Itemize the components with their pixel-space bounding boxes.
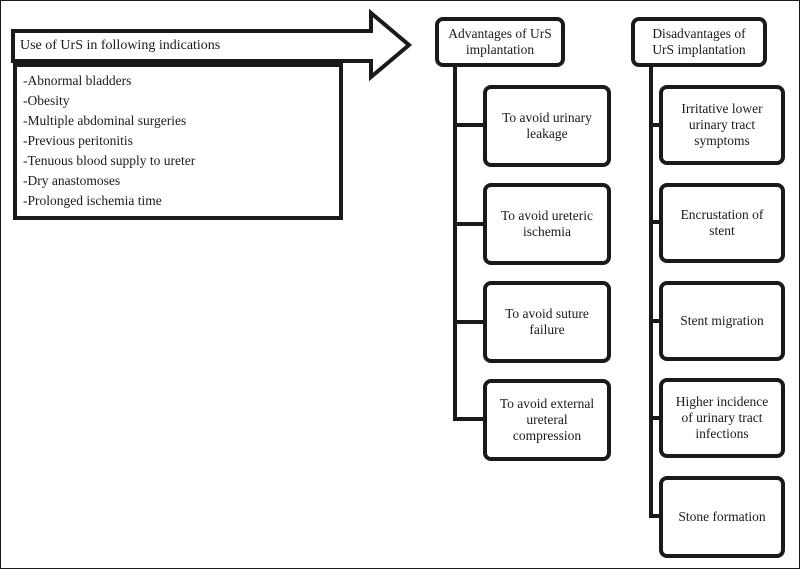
advantages-header-box: Advantages of UrS implantation — [435, 17, 565, 67]
disadvantage-box-3: Stent migration — [659, 281, 785, 361]
disadvantage-label: Stone formation — [678, 509, 766, 524]
advantage-box-3: To avoid suture failure — [483, 281, 611, 363]
disadvantage-box-2: Encrustation of stent — [659, 183, 785, 263]
advantage-box-4: To avoid external ureteral compression — [483, 379, 611, 461]
advantage-box-2: To avoid ureteric ischemia — [483, 183, 611, 265]
advantage-label: To avoid suture failure — [505, 306, 589, 337]
indication-item: -Tenuous blood supply to ureter — [23, 153, 196, 168]
disadvantage-box-5: Stone formation — [659, 476, 785, 558]
disadvantages-header-box: Disadvantages of UrS implantation — [631, 17, 767, 67]
indication-item: -Abnormal bladders — [23, 73, 132, 88]
indication-item: -Prolonged ischemia time — [23, 193, 162, 208]
indications-list: -Abnormal bladders -Obesity -Multiple ab… — [13, 63, 343, 220]
disadvantage-label: Encrustation of stent — [680, 207, 764, 238]
advantages-title: Advantages of UrS implantation — [448, 26, 552, 57]
indication-item: -Dry anastomoses — [23, 173, 121, 188]
disadvantage-label: Higher incidence of urinary tract infect… — [675, 394, 769, 441]
indication-item: -Previous peritonitis — [23, 133, 133, 148]
indication-item: -Multiple abdominal surgeries — [23, 113, 187, 128]
disadvantage-label: Stent migration — [680, 313, 764, 328]
indication-item: -Obesity — [23, 93, 70, 108]
indications-title: Use of UrS in following indications — [20, 38, 221, 53]
disadvantages-title: Disadvantages of UrS implantation — [652, 26, 746, 57]
disadvantage-label: Irritative lower urinary tract symptoms — [681, 101, 763, 148]
disadvantage-box-4: Higher incidence of urinary tract infect… — [659, 378, 785, 458]
advantage-label: To avoid ureteric ischemia — [500, 208, 593, 239]
indications-arrow — [11, 8, 413, 82]
advantage-label: To avoid urinary leakage — [502, 110, 592, 141]
disadvantage-box-1: Irritative lower urinary tract symptoms — [659, 85, 785, 165]
advantage-label: To avoid external ureteral compression — [499, 396, 595, 443]
advantage-box-1: To avoid urinary leakage — [483, 85, 611, 167]
